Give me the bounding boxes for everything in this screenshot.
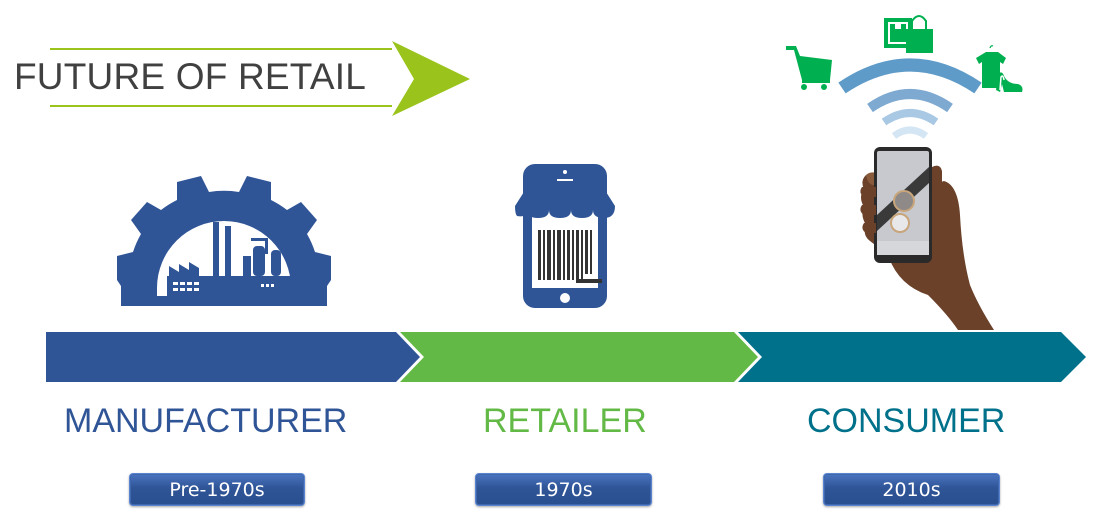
timeline-segment-consumer [738,332,1086,382]
era-button-1970s[interactable]: 1970s [475,473,652,506]
shirt-and-heel-icon [976,45,1023,92]
title-top-rule [50,48,392,50]
stage-label-consumer: CONSUMER [807,402,1006,440]
factory-gear-icon [117,176,331,306]
smartphone-shop-barcode-icon [515,164,615,308]
timeline-segment-retailer [400,332,758,382]
timeline-bar [46,332,1086,382]
stage-label-manufacturer: MANUFACTURER [64,402,348,440]
stage-label-retailer: RETAILER [483,402,647,440]
hand-holding-smartphone-icon [860,147,994,330]
era-button-2010s[interactable]: 2010s [823,473,1000,506]
timeline-segment-manufacturer [46,332,420,382]
title-banner: FUTURE OF RETAIL [0,38,480,118]
wifi-signal-icon [838,58,982,139]
shopping-cart-icon [786,46,832,90]
title-bottom-rule [50,105,392,107]
era-button-pre-1970s[interactable]: Pre-1970s [129,473,305,506]
page-title: FUTURE OF RETAIL [14,56,366,97]
package-and-bag-icon [884,15,933,53]
title-arrow-icon [392,41,470,116]
